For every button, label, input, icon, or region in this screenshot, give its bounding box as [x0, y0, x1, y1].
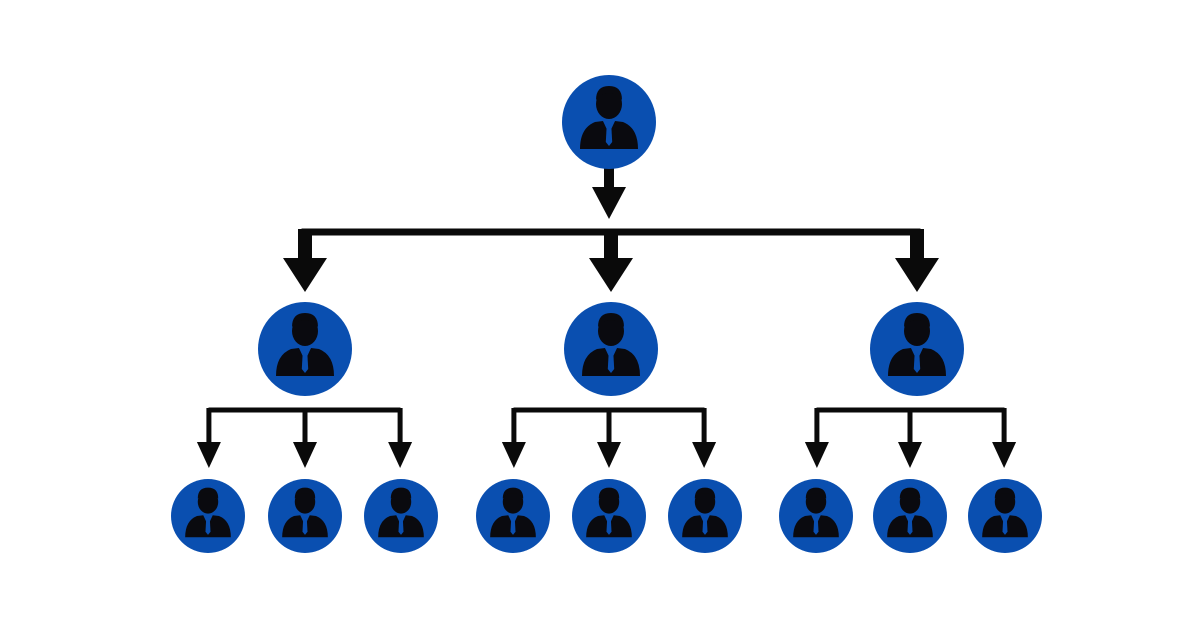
connector-arrow-level-1-1: [283, 229, 327, 292]
connector-arrow-level-2-2-1: [501, 408, 526, 468]
node-level-2-1-1: [171, 479, 245, 553]
node-level-2-3-1: [779, 479, 853, 553]
node-level-1-3: [870, 302, 964, 396]
connector-arrow-level-2-1-1: [196, 408, 221, 468]
person-nodes: [171, 75, 1042, 553]
node-level-2-1-3: [364, 479, 438, 553]
connector-arrow-level-2-1-2: [293, 408, 317, 468]
connector-arrow-level-2-2-2: [597, 408, 621, 468]
node-root: [562, 75, 656, 169]
connector-lines: [196, 167, 1017, 468]
node-level-2-3-2: [873, 479, 947, 553]
connector-arrow-level-2-3-2: [898, 408, 922, 468]
node-level-2-2-3: [668, 479, 742, 553]
connector-arrow-level-2-1-3: [388, 408, 413, 468]
node-level-1-2: [564, 302, 658, 396]
node-level-2-2-1: [476, 479, 550, 553]
connector-arrow-level-2-3-1: [804, 408, 829, 468]
node-level-1-1: [258, 302, 352, 396]
connector-arrow-level-1-2: [589, 229, 633, 292]
node-level-2-1-2: [268, 479, 342, 553]
connector-arrow-level-1-3: [895, 229, 939, 292]
connector-arrow-level-2-3-3: [992, 408, 1017, 468]
connector-arrow-level-2-2-3: [692, 408, 717, 468]
node-level-2-2-2: [572, 479, 646, 553]
node-level-2-3-3: [968, 479, 1042, 553]
connector-arrow-root: [592, 167, 626, 219]
